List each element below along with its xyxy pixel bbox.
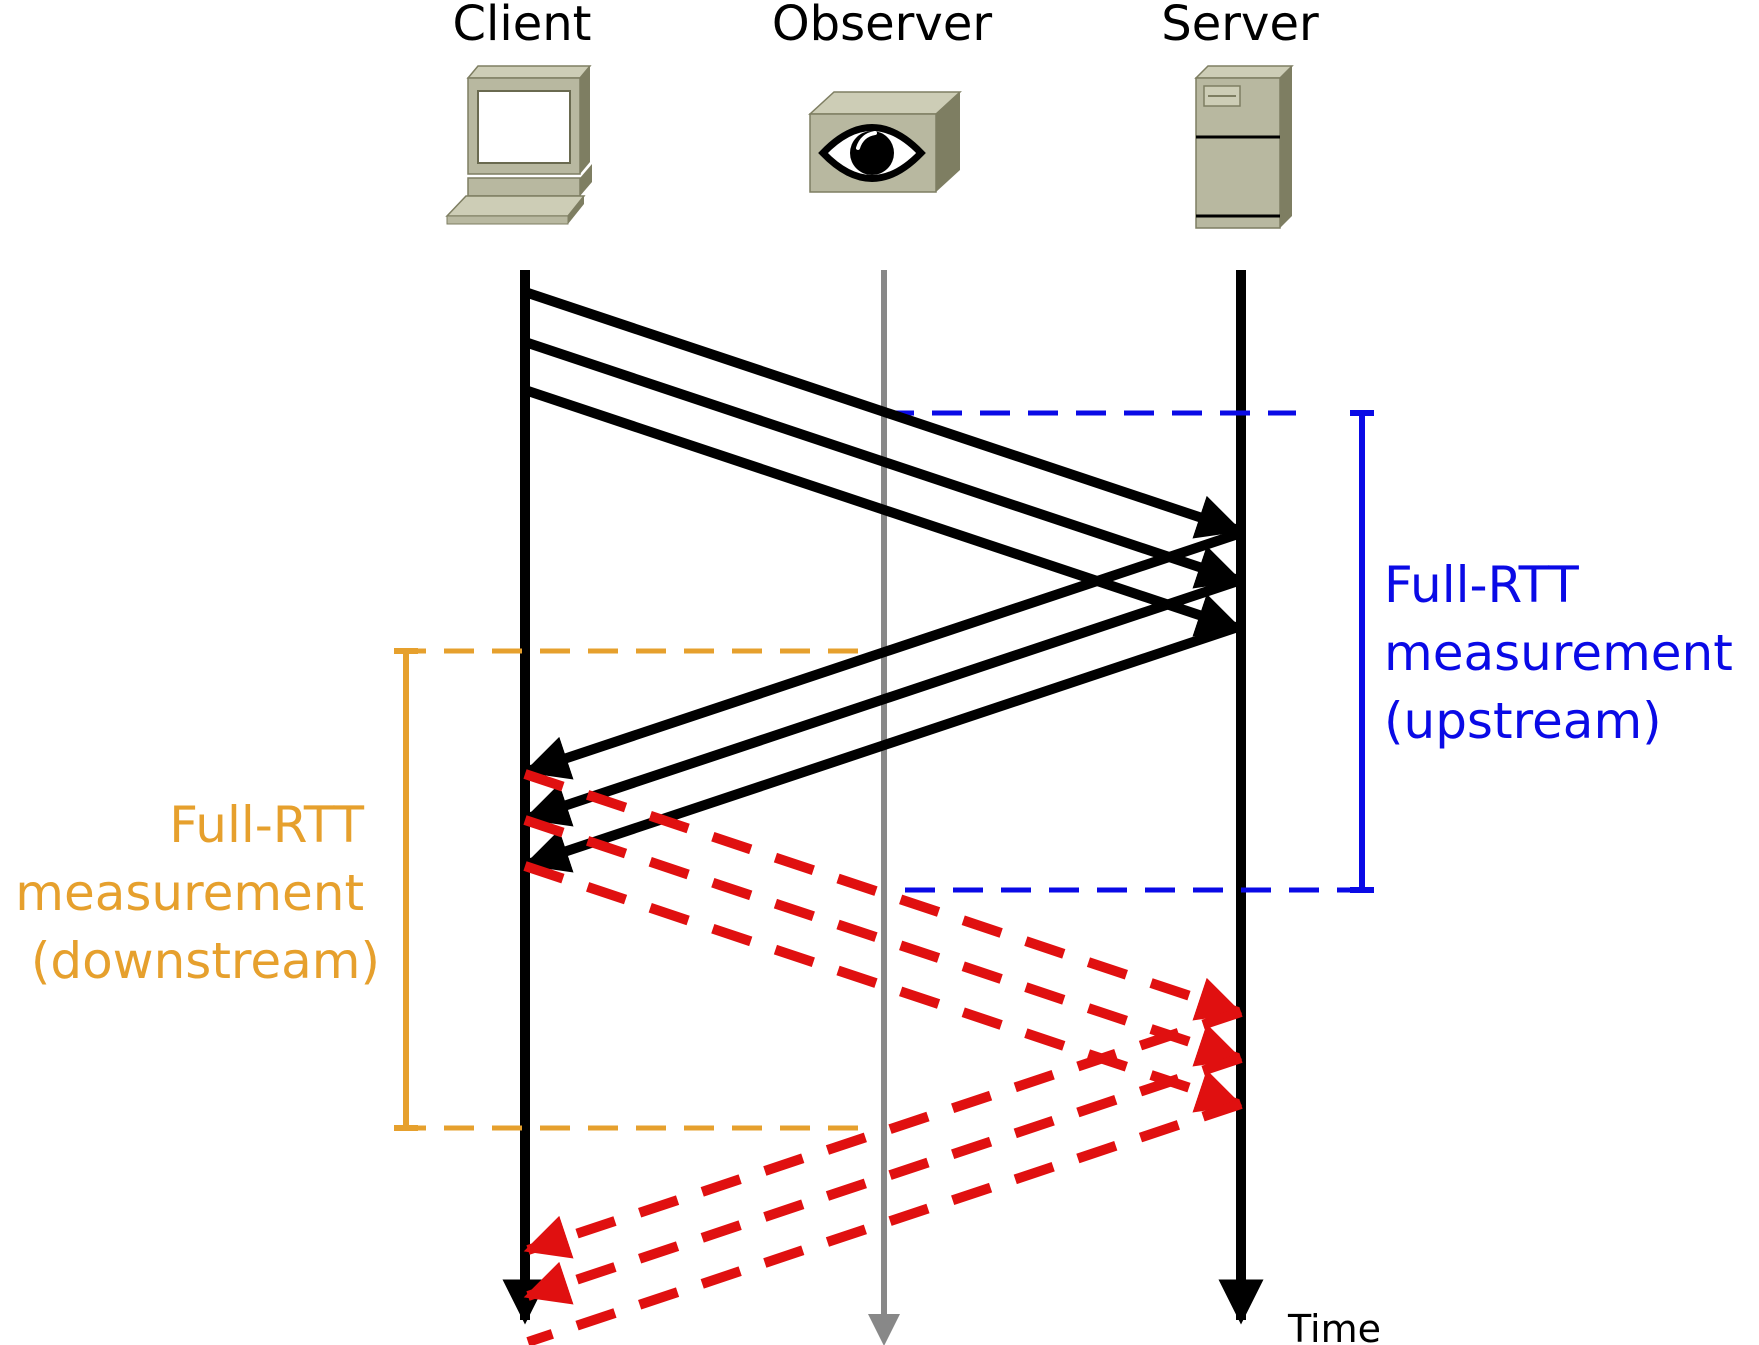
desktop-computer-icon xyxy=(445,65,592,225)
downstream-measurement-label: Full-RTT measurement (downstream) xyxy=(15,796,380,990)
client-label: Client xyxy=(453,0,592,52)
packet-up-3 xyxy=(523,385,1243,637)
downstream-bracket xyxy=(394,648,418,1131)
upstream-measurement-label: Full-RTT measurement (upstream) xyxy=(1384,556,1749,750)
packet-up-1 xyxy=(523,287,1243,539)
upstream-bracket xyxy=(1350,410,1374,893)
observer-label: Observer xyxy=(772,0,992,52)
spin-packet-up-2 xyxy=(523,815,1243,1067)
spin-packet-down-1 xyxy=(523,1007,1243,1259)
packet-down-3 xyxy=(523,621,1243,873)
eye-box-icon xyxy=(808,91,962,193)
time-axis-label: Time xyxy=(1287,1307,1381,1345)
spin-packet-down-3 xyxy=(526,1099,1243,1345)
packet-down-2 xyxy=(523,575,1243,827)
observer-timeline-arrowhead xyxy=(868,1314,900,1345)
spin-packet-up-1 xyxy=(523,769,1243,1021)
spin-packet-down-2 xyxy=(523,1053,1243,1305)
packet-down-1 xyxy=(523,528,1243,780)
server-tower-icon xyxy=(1194,65,1294,229)
server-label: Server xyxy=(1161,0,1319,52)
packet-up-2 xyxy=(523,337,1243,589)
spin-packet-up-3 xyxy=(523,861,1243,1113)
